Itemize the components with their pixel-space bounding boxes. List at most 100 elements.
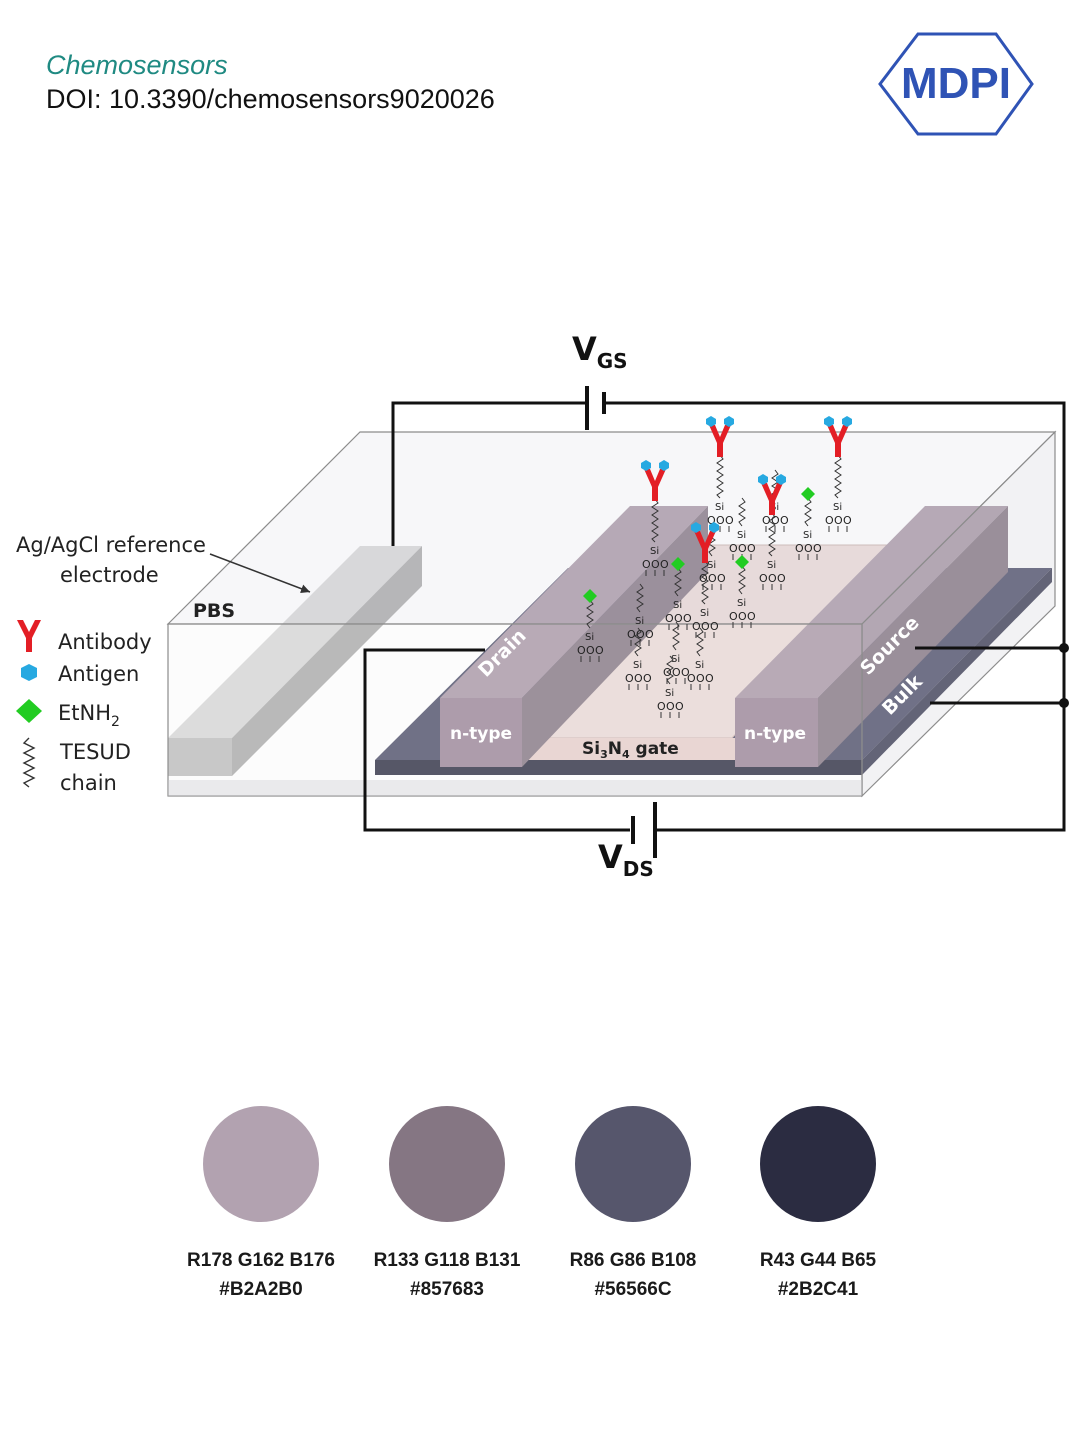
reference-electrode	[168, 546, 422, 776]
tesud-chain	[804, 497, 812, 527]
oxygen-label: O	[771, 514, 780, 527]
palette-label-2: R133 G118 B131 #857683	[347, 1246, 547, 1304]
oxygen-label: O	[642, 558, 651, 571]
junction-dot	[1059, 643, 1069, 653]
palette-swatch-3	[575, 1106, 691, 1222]
palette-swatch-4	[760, 1106, 876, 1222]
antigen-icon	[641, 460, 651, 471]
oxygen-label: O	[795, 542, 804, 555]
gate-front	[525, 738, 735, 760]
palette-rgb: R178 G162 B176	[187, 1250, 335, 1271]
palette-rgb: R43 G44 B65	[759, 1250, 877, 1271]
oxygen-label: O	[701, 620, 710, 633]
si-label: Si	[833, 502, 842, 513]
oxygen-label: O	[813, 542, 822, 555]
oxygen-label: O	[804, 542, 813, 555]
oxygen-label: O	[666, 700, 675, 713]
tesud-chain	[738, 497, 746, 527]
si-label: Si	[737, 530, 746, 541]
legend-antibody: Antibody	[58, 630, 152, 654]
oxygen-label: O	[687, 672, 696, 685]
antibody-icon	[827, 425, 849, 457]
oxygen-label: O	[643, 672, 652, 685]
antigen-icon	[758, 474, 768, 485]
antigen-icon	[776, 474, 786, 485]
oxygen-label: O	[710, 620, 719, 633]
oxygen-label: O	[759, 572, 768, 585]
legend: Antibody Antigen EtNH2 TESUD chain	[16, 620, 152, 795]
si-label: Si	[695, 660, 704, 671]
surface-molecules: SiOOOSiOOOSiOOOSiOOOSiOOOSiOOOSiOOOSiOOO…	[577, 416, 852, 718]
oxygen-label: O	[657, 700, 666, 713]
oxygen-label: O	[696, 672, 705, 685]
oxygen-label: O	[705, 672, 714, 685]
oxygen-label: O	[707, 514, 716, 527]
doi-text: DOI: 10.3390/chemosensors9020026	[46, 84, 495, 114]
palette-rgb: R86 G86 B108	[569, 1250, 697, 1271]
si-label: Si	[671, 654, 680, 665]
oxygen-label: O	[729, 610, 738, 623]
isfet-diagram: VGS VDS Ag/AgCl reference electrode PBS …	[16, 330, 1069, 881]
oxygen-label: O	[665, 612, 674, 625]
antibody-icon	[694, 531, 716, 563]
battery-vds	[631, 802, 657, 858]
palette-swatch-2	[389, 1106, 505, 1222]
antigen-icon	[21, 664, 37, 681]
circuit-wires	[363, 401, 1066, 832]
palette-label-1: R178 G162 B176 #B2A2B0	[161, 1246, 361, 1304]
oxygen-label: O	[747, 610, 756, 623]
tesud-chain	[636, 583, 644, 613]
legend-antigen: Antigen	[58, 662, 139, 686]
oxygen-label: O	[681, 666, 690, 679]
palette-hex: #B2A2B0	[219, 1279, 303, 1300]
tesud-chain	[586, 599, 594, 629]
tesud-chain	[651, 498, 659, 543]
vgs-label: VGS	[572, 330, 628, 373]
oxygen-label: O	[725, 514, 734, 527]
antibody-icon	[644, 469, 666, 501]
oxygen-label: O	[672, 666, 681, 679]
palette-rgb: R133 G118 B131	[373, 1250, 521, 1271]
tesud-chain	[834, 454, 842, 499]
tesud-chain	[674, 567, 682, 597]
antigen-icon	[706, 416, 716, 427]
oxygen-label: O	[586, 644, 595, 657]
legend-tesud-line1: TESUD	[59, 740, 131, 764]
legend-etnh2: EtNH2	[58, 701, 120, 730]
si-label: Si	[700, 608, 709, 619]
oxygen-label: O	[625, 672, 634, 685]
battery-vgs	[585, 386, 606, 430]
si-label: Si	[737, 598, 746, 609]
vds-label: VDS	[598, 838, 654, 881]
legend-tesud-line2: chain	[60, 771, 117, 795]
source-block	[735, 506, 1008, 767]
tesud-chain	[672, 621, 680, 651]
antigen-icon	[824, 416, 834, 427]
oxygen-label: O	[634, 672, 643, 685]
tesud-chain	[634, 627, 642, 657]
oxygen-label: O	[595, 644, 604, 657]
tesud-chain	[701, 560, 709, 605]
si-label: Si	[803, 530, 812, 541]
drain-block	[440, 506, 708, 767]
antibody-icon	[761, 483, 783, 515]
etnh2-icon	[583, 589, 597, 603]
palette-hex: #857683	[410, 1279, 484, 1300]
oxygen-label: O	[716, 514, 725, 527]
palette-label-4: R43 G44 B65 #2B2C41	[718, 1246, 918, 1304]
oxygen-label: O	[825, 514, 834, 527]
oxygen-label: O	[780, 514, 789, 527]
palette-label-3: R86 G86 B108 #56566C	[533, 1246, 733, 1304]
pbs-label: PBS	[193, 600, 235, 622]
oxygen-label: O	[738, 610, 747, 623]
palette-hex: #56566C	[594, 1279, 672, 1300]
oxygen-label: O	[717, 572, 726, 585]
journal-name: Chemosensors	[46, 50, 228, 80]
oxygen-label: O	[675, 700, 684, 713]
ntype-right-label: n-type	[744, 724, 806, 744]
oxygen-label: O	[651, 558, 660, 571]
oxygen-label: O	[762, 514, 771, 527]
palette-swatch-1	[203, 1106, 319, 1222]
oxygen-label: O	[834, 514, 843, 527]
tesud-chain	[738, 565, 746, 595]
